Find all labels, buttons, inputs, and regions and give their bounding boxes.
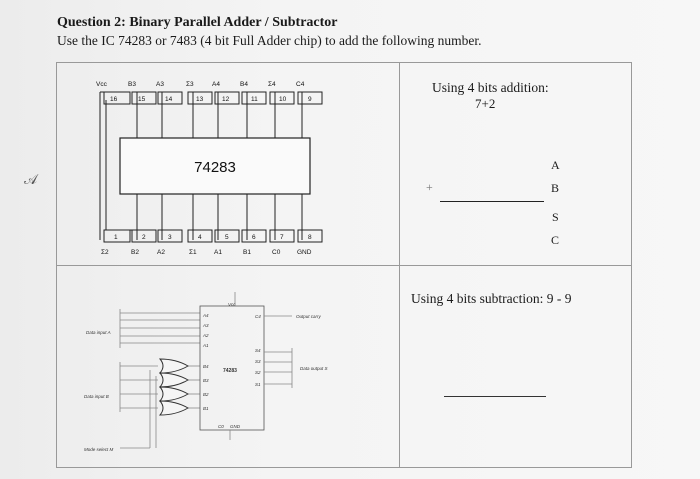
letter-c: C — [551, 233, 560, 247]
circuit-pin-s2: S2 — [255, 370, 261, 375]
pin-name-b1: B1 — [243, 249, 251, 256]
addition-answer-line — [440, 201, 544, 202]
circuit-pin-s4: S4 — [255, 348, 261, 353]
data-input-a-label: Data input A — [86, 330, 111, 335]
pin-num-12: 12 — [222, 96, 230, 103]
pin-num-3: 3 — [168, 234, 172, 241]
pin-name-gnd: GND — [297, 249, 312, 256]
circuit-pin-s1: S1 — [255, 382, 261, 387]
output-carry-label: Output carry — [296, 314, 322, 319]
pin-num-4: 4 — [198, 234, 202, 241]
circuit-pin-b4: B4 — [203, 364, 209, 369]
pin-num-1: 1 — [114, 234, 118, 241]
circuit-vcc-label: Vcc — [228, 302, 236, 307]
question-header: Question 2: Binary Parallel Adder / Subt… — [57, 14, 481, 49]
question-instruction: Use the IC 74283 or 7483 (4 bit Full Add… — [57, 33, 482, 48]
addition-label: Using 4 bits addition: — [432, 80, 549, 95]
pin-name-s2: Σ2 — [101, 249, 109, 256]
pin-num-2: 2 — [142, 234, 146, 241]
pin-num-13: 13 — [196, 96, 204, 103]
mode-select-label: Mode select M — [84, 447, 114, 452]
pin-name-a3: A3 — [156, 81, 164, 88]
subtraction-label: Using 4 bits subtraction: 9 - 9 — [411, 291, 572, 306]
pin-name-s4: Σ4 — [268, 81, 276, 88]
letter-s: S — [552, 210, 559, 224]
pin-name-vcc: Vcc — [96, 81, 108, 88]
circuit-pin-gnd: GND — [230, 424, 241, 429]
circuit-pin-a2: A2 — [202, 333, 209, 338]
circuit-pin-b2: B2 — [203, 392, 209, 397]
plus-sign: + — [426, 180, 433, 194]
pin-num-8: 8 — [308, 234, 312, 241]
subtraction-answer-line — [444, 396, 546, 397]
pin-name-c4: C4 — [296, 81, 305, 88]
worksheet-frame — [56, 62, 632, 468]
margin-scribble: 𝒜 — [24, 172, 38, 188]
data-input-b-label: Data input B — [84, 394, 109, 399]
addition-expression: 7+2 — [475, 96, 496, 111]
pin-name-b4: B4 — [240, 81, 248, 88]
circuit-pin-b3: B3 — [203, 378, 209, 383]
pin-name-s3: Σ3 — [186, 81, 194, 88]
pin-num-14: 14 — [165, 96, 173, 103]
pin-name-c0: C0 — [272, 249, 281, 256]
circuit-pin-c4: C4 — [255, 314, 261, 319]
question-title: Question 2: Binary Parallel Adder / Subt… — [57, 15, 338, 30]
circuit-pin-a1: A1 — [202, 343, 209, 348]
pin-name-a2: A2 — [157, 249, 165, 256]
data-output-s-label: Data output S — [300, 366, 328, 371]
pin-name-b3: B3 — [128, 81, 136, 88]
pin-num-16: 16 — [110, 96, 118, 103]
circuit-pin-s3: S3 — [255, 359, 261, 364]
letter-b: B — [551, 181, 560, 195]
pin-name-a1: A1 — [214, 249, 222, 256]
circuit-pin-b1: B1 — [203, 406, 209, 411]
circuit-pin-a3: A3 — [202, 323, 209, 328]
pin-name-b2: B2 — [131, 249, 139, 256]
pin-num-7: 7 — [280, 234, 284, 241]
pin-num-9: 9 — [308, 96, 312, 103]
pin-num-5: 5 — [225, 234, 229, 241]
circuit-pin-a4: A4 — [202, 313, 209, 318]
letter-a: A — [551, 158, 560, 172]
pin-num-10: 10 — [279, 96, 287, 103]
pin-num-6: 6 — [252, 234, 256, 241]
pin-name-s1: Σ1 — [189, 249, 197, 256]
circuit-pin-c0: C0 — [218, 424, 224, 429]
pin-num-15: 15 — [138, 96, 146, 103]
pin-num-11: 11 — [251, 96, 258, 103]
ic-label: 74283 — [194, 159, 236, 176]
frame-divider-horizontal — [57, 265, 631, 266]
pin-name-a4: A4 — [212, 81, 220, 88]
ic-body — [119, 137, 311, 195]
circuit-chip-label: 74283 — [223, 368, 237, 374]
